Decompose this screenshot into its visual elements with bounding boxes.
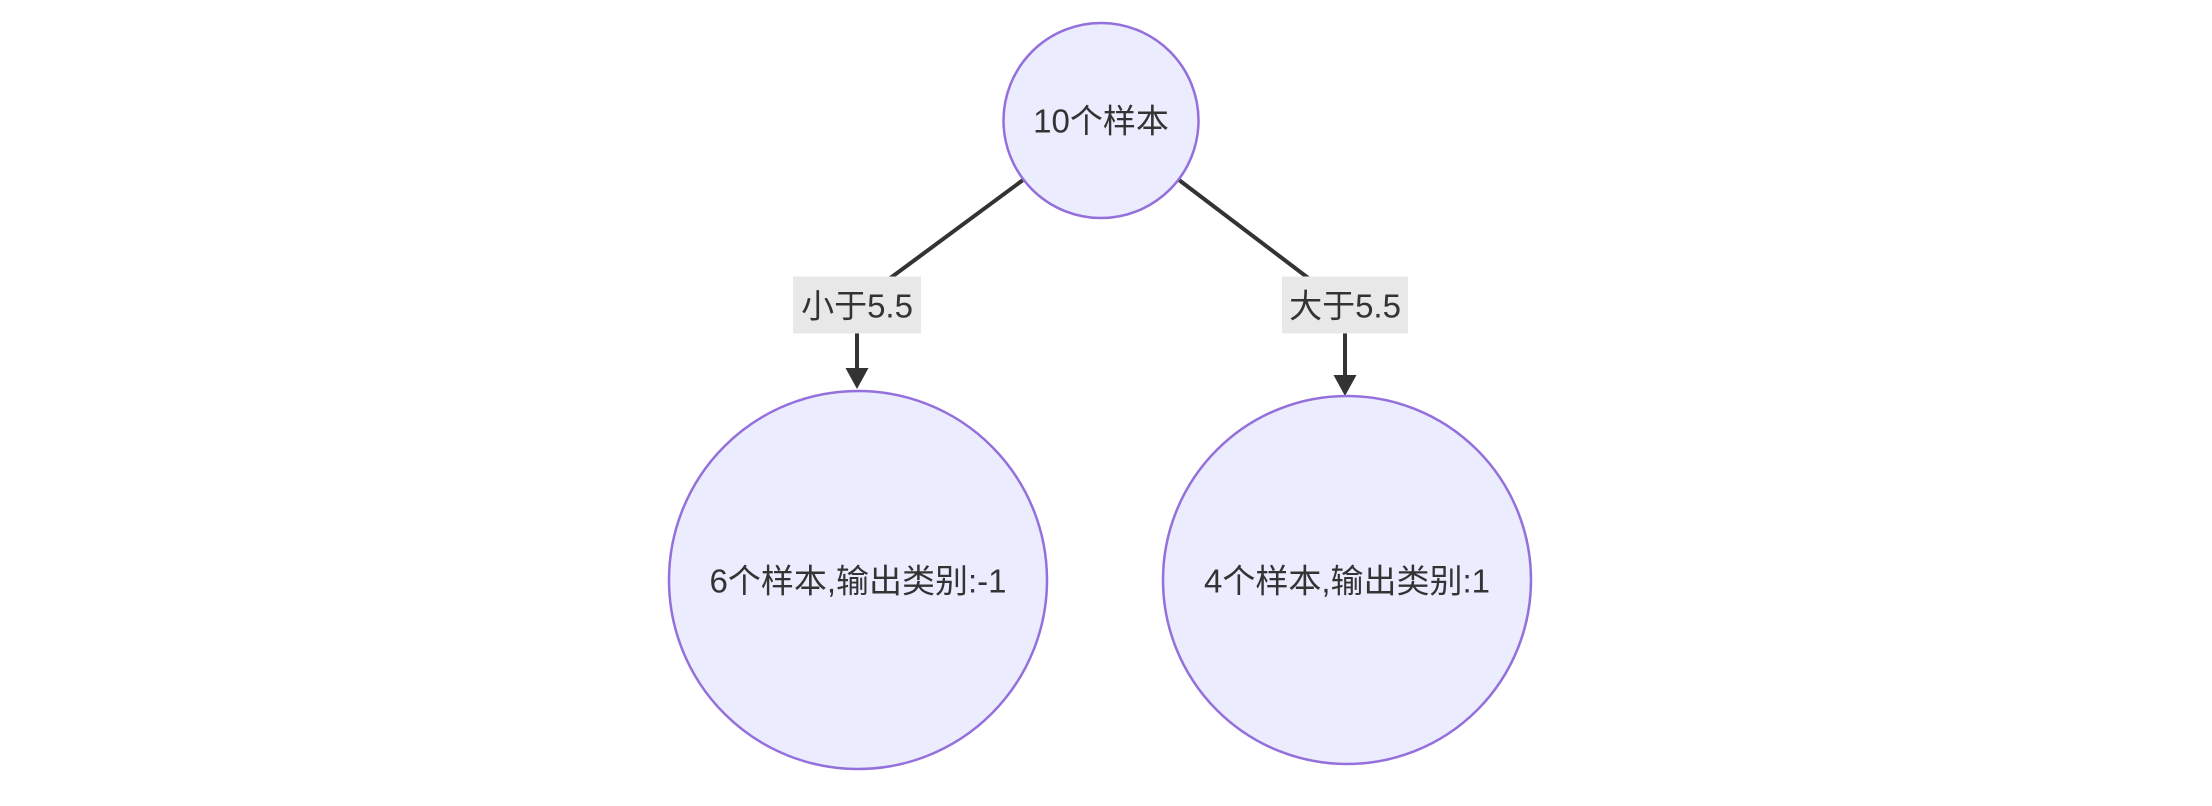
node-root: 10个样本 [1002, 21, 1200, 220]
edge-label-left-text: 小于5.5 [801, 288, 913, 325]
edge-left-arrowhead-icon [845, 368, 869, 389]
node-left-leaf-label: 6个样本,输出类别:-1 [709, 563, 1006, 600]
node-right-leaf-label: 4个样本,输出类别:1 [1204, 563, 1490, 600]
node-root-label: 10个样本 [1033, 103, 1169, 140]
node-right-leaf-circle [1161, 394, 1533, 766]
edge-label-right-bg [1282, 276, 1408, 334]
edge-label-right-text: 大于5.5 [1289, 288, 1401, 325]
node-right-leaf: 4个样本,输出类别:1 [1161, 394, 1533, 766]
node-left-leaf-circle [667, 389, 1049, 771]
edge-label-left-bg [793, 276, 921, 334]
edge-label-right: 大于5.5 [1282, 276, 1408, 334]
edge-right-arrowhead-icon [1333, 375, 1357, 396]
edge-left-path [855, 178, 1025, 370]
node-root-circle [1002, 21, 1200, 220]
edge-label-left: 小于5.5 [793, 276, 921, 334]
node-left-leaf: 6个样本,输出类别:-1 [667, 389, 1049, 771]
